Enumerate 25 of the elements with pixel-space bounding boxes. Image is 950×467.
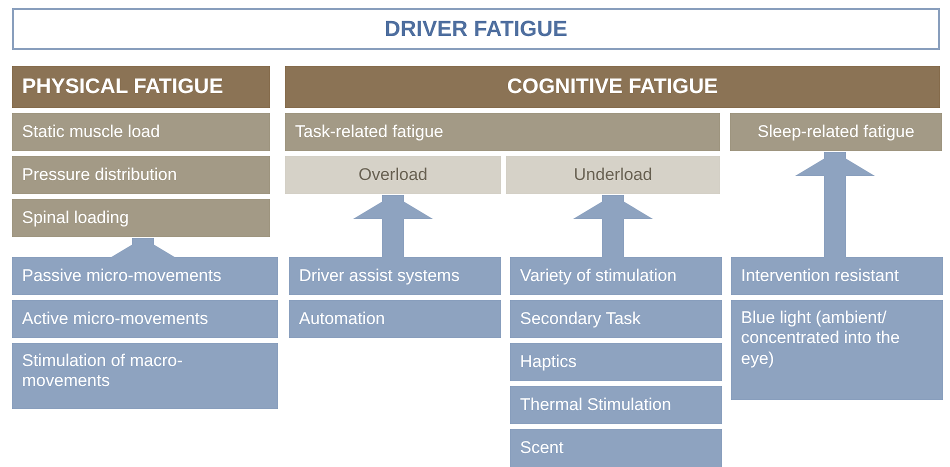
measure-box: Passive micro-movements bbox=[12, 257, 278, 295]
block-arrow bbox=[573, 195, 653, 257]
measure-box: Driver assist systems bbox=[289, 257, 501, 295]
measure-box: Active micro-movements bbox=[12, 300, 278, 338]
measure-box: Secondary Task bbox=[510, 300, 722, 338]
block-arrow bbox=[795, 152, 875, 257]
subcategory-box: Underload bbox=[506, 156, 720, 194]
measure-box: Stimulation of macro-movements bbox=[12, 343, 278, 409]
measure-box: Thermal Stimulation bbox=[510, 386, 722, 424]
subcategory-box: Task-related fatigue bbox=[285, 113, 720, 151]
measure-box: Variety of stimulation bbox=[510, 257, 722, 295]
measure-box: Haptics bbox=[510, 343, 722, 381]
measure-box: Scent bbox=[510, 429, 722, 467]
subcategory-box: Static muscle load bbox=[12, 113, 270, 151]
measure-box: Automation bbox=[289, 300, 501, 338]
measure-box: Blue light (ambient/ concentrated into the eye) bbox=[731, 300, 943, 400]
block-arrow bbox=[353, 195, 433, 257]
subcategory-box: Pressure distribution bbox=[12, 156, 270, 194]
measure-box: Intervention resistant bbox=[731, 257, 943, 295]
category-header: PHYSICAL FATIGUE bbox=[12, 66, 270, 108]
subcategory-box: Overload bbox=[285, 156, 501, 194]
title-banner: DRIVER FATIGUE bbox=[12, 8, 940, 50]
subcategory-box: Sleep-related fatigue bbox=[730, 113, 942, 151]
category-header: COGNITIVE FATIGUE bbox=[285, 66, 940, 108]
subcategory-box: Spinal loading bbox=[12, 199, 270, 237]
